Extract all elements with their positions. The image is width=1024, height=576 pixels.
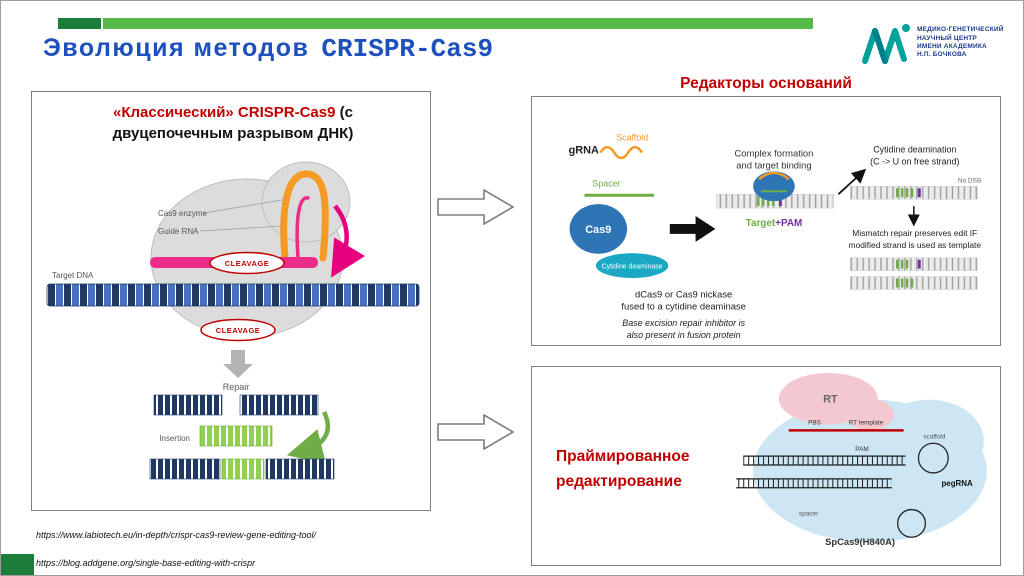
rt-label: RT	[823, 394, 838, 406]
cleavage-top-label: CLEAVAGE	[225, 259, 270, 268]
fusion-caption-2: fused to a cytidine deaminase	[621, 300, 745, 311]
scaffold-loop-bottom	[897, 508, 927, 538]
source-link-1: https://www.labiotech.eu/in-depth/crispr…	[36, 530, 316, 540]
inhibitor-caption-1: Base excision repair inhibitor is	[622, 318, 745, 328]
prime-editing-heading-1: Праймированное	[556, 448, 690, 465]
classic-panel-title: «Классический» CRISPR-Cas9 (с двуцепочеч…	[102, 102, 364, 144]
pe-scaffold-label: scaffold	[923, 433, 945, 440]
cleavage-bottom-label: CLEAVAGE	[216, 326, 261, 335]
repair-dna-segments	[153, 394, 319, 416]
cleavage-badge-top: CLEAVAGE	[209, 251, 285, 275]
repaired-dna-bands	[850, 257, 978, 290]
dna-strand-top	[743, 455, 906, 466]
org-logo-mark	[862, 24, 910, 64]
slide-title: Эволюция методов CRISPR-Cas9	[43, 34, 493, 64]
prime-editing-diagram: RT PBS RT template scaffold PAM peg	[736, 372, 987, 547]
no-dsb-label: No DSB	[958, 177, 981, 184]
cas9-enzyme-label: Cas9 enzyme	[158, 209, 207, 218]
cas9-label: Cas9	[585, 224, 611, 236]
rt-template-label: RT template	[849, 419, 884, 426]
diagonal-arrow-icon	[837, 168, 867, 195]
insertion-arrow	[286, 410, 331, 464]
insertion-segment	[199, 425, 273, 447]
repair-label: Repair	[223, 382, 250, 392]
mismatch-caption-1: Mismatch repair preserves edit IF	[852, 228, 977, 238]
cytidine-deaminase-label: Cytidine deaminase	[602, 264, 663, 271]
cas9-deaminase-fusion: Cas9 Cytidine deaminase	[569, 204, 670, 280]
insertion-label: Insertion	[159, 434, 190, 443]
bound-cas9-blob	[753, 171, 795, 202]
pam-label: +PAM	[775, 218, 802, 229]
deamination-caption-1: Cytidine deamination	[873, 145, 956, 155]
spcas9-label: SpCas9(H840A)	[825, 536, 895, 547]
deamination-caption-2: (C -> U on free strand)	[870, 156, 959, 166]
top-bar-light-segment	[103, 18, 813, 29]
pbs-label: PBS	[808, 419, 821, 426]
bottom-left-green-block	[1, 554, 34, 575]
cleavage-badge-bottom: CLEAVAGE	[200, 318, 276, 342]
top-bar-dark-segment	[58, 18, 101, 29]
classic-panel-title-black: (с двуцепочечным разрывом ДНК)	[112, 104, 354, 142]
diagram-labels: Cas9 enzyme Guide RNA Target DNA	[52, 199, 283, 280]
step-arrow-icon	[669, 216, 716, 242]
complex-dna-band	[716, 193, 834, 209]
scaffold-loop-top	[917, 442, 949, 474]
source-link-2: https://blog.addgene.org/single-base-edi…	[36, 558, 256, 568]
target-dna-label: Target DNA	[52, 271, 94, 280]
mismatch-caption-2: modified strand is used as template	[849, 240, 982, 250]
prime-editing-heading: Праймированное редактирование	[556, 445, 689, 495]
scaffold-label: Scaffold	[616, 133, 648, 143]
guide-rna-label: Guide RNA	[158, 227, 199, 236]
org-logo-line-2: НАУЧНЫЙ ЦЕНТР	[917, 34, 977, 42]
flow-arrow-bottom	[437, 413, 515, 451]
dna-strand-bottom	[736, 478, 892, 489]
slide-title-russian: Эволюция методов	[43, 34, 310, 62]
strand-direction-arrow	[331, 204, 366, 278]
org-logo-text: МЕДИКО-ГЕНЕТИЧЕСКИЙ НАУЧНЫЙ ЦЕНТР ИМЕНИ …	[917, 26, 1011, 60]
org-logo-line-3: ИМЕНИ АКАДЕМИКА	[917, 43, 987, 50]
complex-caption-2: and target binding	[736, 159, 811, 170]
base-editors-heading: Редакторы оснований	[680, 75, 852, 92]
org-logo-line-1: МЕДИКО-ГЕНЕТИЧЕСКИЙ	[917, 26, 1004, 34]
deaminated-dna-band	[850, 186, 978, 200]
complex-caption-1: Complex formation	[734, 148, 813, 159]
prime-editing-heading-2: редактирование	[556, 472, 682, 490]
base-editors-diagram: gRNA Scaffold Spacer Cas9 Cytidine deami…	[569, 133, 982, 340]
org-logo-line-4: Н.П. БОЧКОВА	[917, 51, 967, 59]
scaffold-squiggle	[599, 145, 644, 160]
base-editors-panel: gRNA Scaffold Spacer Cas9 Cytidine deami…	[531, 96, 1001, 346]
guide-rna-hairpin	[280, 170, 329, 262]
fusion-caption-1: dCas9 or Cas9 nickase	[635, 288, 732, 299]
spacer-label: Spacer	[592, 178, 620, 188]
down-arrow-icon	[223, 350, 253, 378]
inhibitor-caption-2: also present in fusion protein	[627, 330, 741, 340]
slide-title-crispr: CRISPR-Cas9	[321, 34, 494, 64]
classic-crispr-panel: «Классический» CRISPR-Cas9 (с двуцепочеч…	[31, 91, 431, 511]
edited-dna-result	[149, 458, 335, 480]
pe-pam-label: PAM	[855, 446, 868, 453]
classic-crispr-diagram: Cas9 enzyme Guide RNA Target DNA CLEAVAG…	[46, 161, 420, 480]
rt-domain-blob: RT	[778, 372, 894, 431]
classic-panel-title-red: «Классический» CRISPR-Cas9	[113, 104, 336, 121]
pe-spacer-label: spacer	[799, 511, 819, 518]
target-label: Target	[746, 218, 776, 229]
flow-arrow-top	[437, 188, 515, 226]
grna-label: gRNA	[569, 145, 599, 157]
target-pam-label: Target+PAM	[746, 218, 803, 229]
target-dna-helix	[46, 283, 420, 307]
prime-editing-panel: Праймированное редактирование RT	[531, 366, 1001, 566]
org-logo: МЕДИКО-ГЕНЕТИЧЕСКИЙ НАУЧНЫЙ ЦЕНТР ИМЕНИ …	[860, 21, 1011, 65]
pegrna-label: pegRNA	[941, 479, 972, 488]
